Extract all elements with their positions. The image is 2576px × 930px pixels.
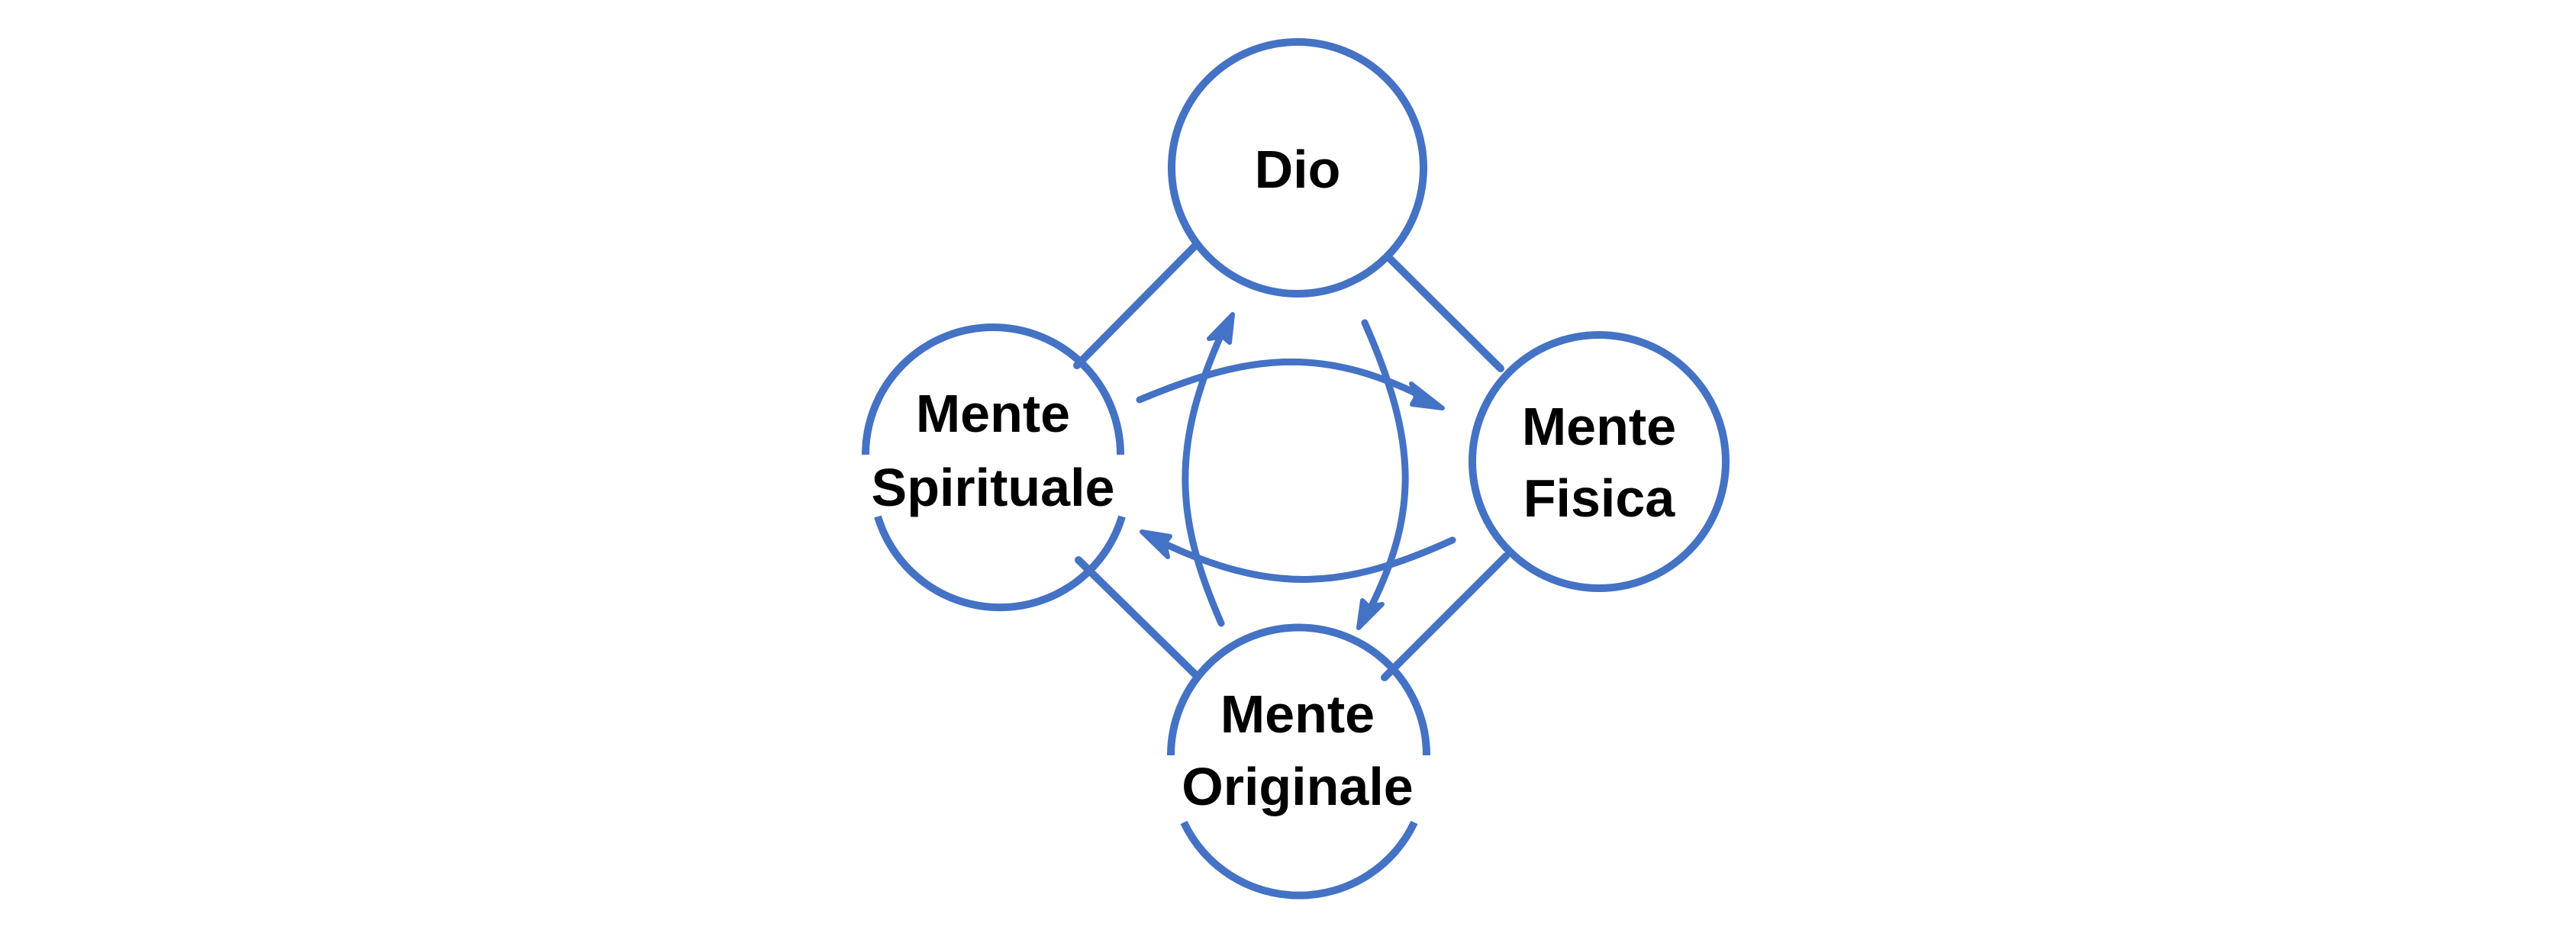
arrow-originale-to-dio xyxy=(1182,324,1228,627)
node-mente-fisica-circle xyxy=(1469,331,1730,592)
arrowhead-dio-to-originale xyxy=(1356,598,1385,630)
edge-mente-spirituale-mente-originale xyxy=(1075,556,1200,679)
arrow-dio-to-originale xyxy=(1361,319,1409,620)
edge-dio-mente-spirituale xyxy=(1073,243,1198,369)
node-mente-originale-circle xyxy=(1167,623,1430,899)
node-mente-originale-label-line2: Originale xyxy=(1182,757,1413,816)
arrowhead-spirituale-to-fisica xyxy=(1409,381,1445,410)
node-mente-originale-label-line1: Mente xyxy=(1220,684,1375,744)
node-mente-fisica-label-line1: Mente xyxy=(1522,397,1676,456)
node-mente-spirituale-label-line1: Mente xyxy=(916,384,1070,443)
arrowhead-fisica-to-spirituale xyxy=(1140,529,1172,559)
node-mente-spirituale-label-line2: Spirituale xyxy=(872,458,1115,517)
node-dio-label: Dio xyxy=(1255,140,1341,199)
edge-mente-fisica-mente-originale xyxy=(1381,552,1510,681)
edge-dio-mente-fisica xyxy=(1383,252,1504,372)
arrowhead-originale-to-dio xyxy=(1207,312,1235,345)
node-mente-fisica-label-line2: Fisica xyxy=(1523,468,1676,528)
node-mente-spirituale-circle xyxy=(862,323,1126,612)
node-dio-circle xyxy=(1168,38,1427,298)
connector-lines xyxy=(1073,243,1510,681)
